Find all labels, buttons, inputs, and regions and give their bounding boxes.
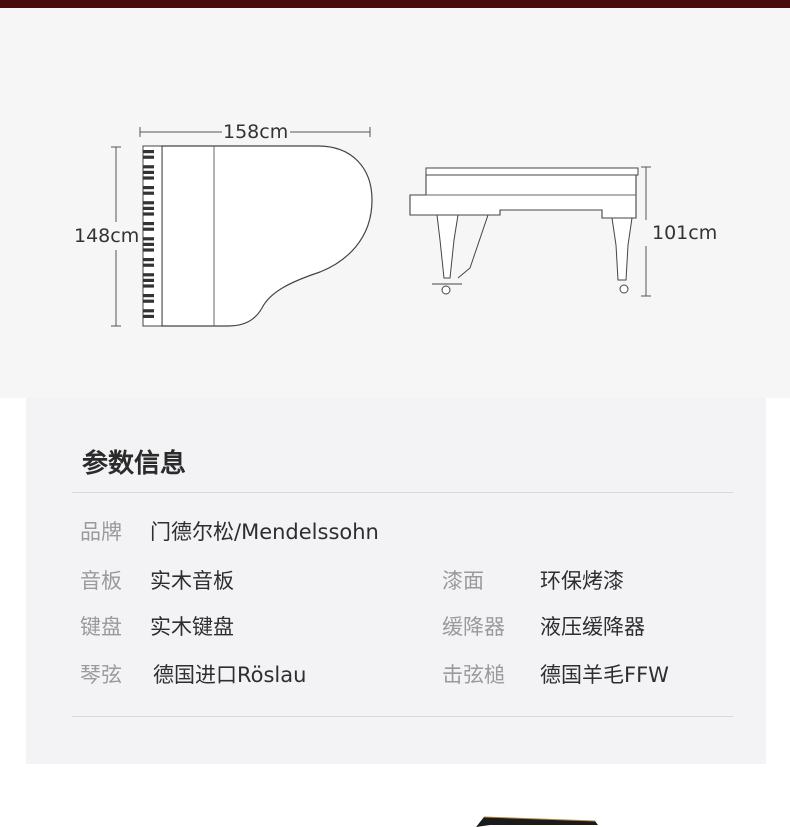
- spec-info-card: [26, 398, 766, 764]
- spec-top-divider: [72, 492, 733, 493]
- spec-section-title: 参数信息: [82, 449, 187, 479]
- black-key-mark: [143, 299, 154, 303]
- black-key-mark: [143, 150, 154, 154]
- black-key-mark: [143, 248, 154, 252]
- black-key-mark: [143, 201, 154, 205]
- keys-label: 键盘: [80, 615, 122, 639]
- black-key-mark: [143, 227, 154, 231]
- black-key-mark: [143, 170, 154, 174]
- brand-label: 品牌: [80, 520, 122, 544]
- black-key-mark: [143, 314, 154, 318]
- bottom-product-strip: [0, 788, 790, 827]
- hammers-value: 德国羊毛FFW: [540, 663, 669, 687]
- black-key-mark: [143, 237, 154, 241]
- black-key-mark: [143, 284, 154, 288]
- black-key-mark: [143, 273, 154, 277]
- hammers-label: 击弦槌: [442, 663, 505, 687]
- black-key-mark: [143, 206, 154, 210]
- damper-label: 缓降器: [442, 615, 505, 639]
- dimension-diagram-area: [0, 8, 790, 398]
- soundboard-value: 实木音板: [150, 569, 234, 593]
- brand-value: 门德尔松/Mendelssohn: [150, 520, 379, 544]
- black-key-mark: [143, 191, 154, 195]
- finish-value: 环保烤漆: [540, 569, 624, 593]
- black-key-mark: [143, 242, 154, 246]
- keys-value: 实木键盘: [150, 615, 234, 639]
- top-brand-bar: [0, 0, 790, 8]
- piano-lid-edge-image: [476, 816, 598, 827]
- strings-label: 琴弦: [80, 663, 122, 687]
- finish-label: 漆面: [442, 569, 484, 593]
- height-dimension-label: 101cm: [652, 222, 718, 244]
- black-key-mark: [143, 176, 154, 180]
- black-key-mark: [143, 263, 154, 267]
- depth-dimension-label: 148cm: [74, 225, 140, 247]
- soundboard-label: 音板: [80, 569, 122, 593]
- black-key-mark: [143, 294, 154, 298]
- damper-value: 液压缓降器: [540, 615, 645, 639]
- black-key-mark: [143, 278, 154, 282]
- width-dimension-label: 158cm: [223, 121, 289, 143]
- black-key-mark: [143, 309, 154, 313]
- strings-value: 德国进口Röslau: [153, 663, 307, 687]
- black-key-mark: [143, 155, 154, 159]
- black-key-mark: [143, 222, 154, 226]
- black-key-mark: [143, 212, 154, 216]
- spec-bottom-divider: [72, 716, 733, 717]
- black-key-mark: [143, 186, 154, 190]
- piano-top-view-diagram: [111, 127, 373, 327]
- piano-side-view-diagram: [409, 166, 651, 297]
- black-key-mark: [143, 165, 154, 169]
- black-key-mark: [143, 258, 154, 262]
